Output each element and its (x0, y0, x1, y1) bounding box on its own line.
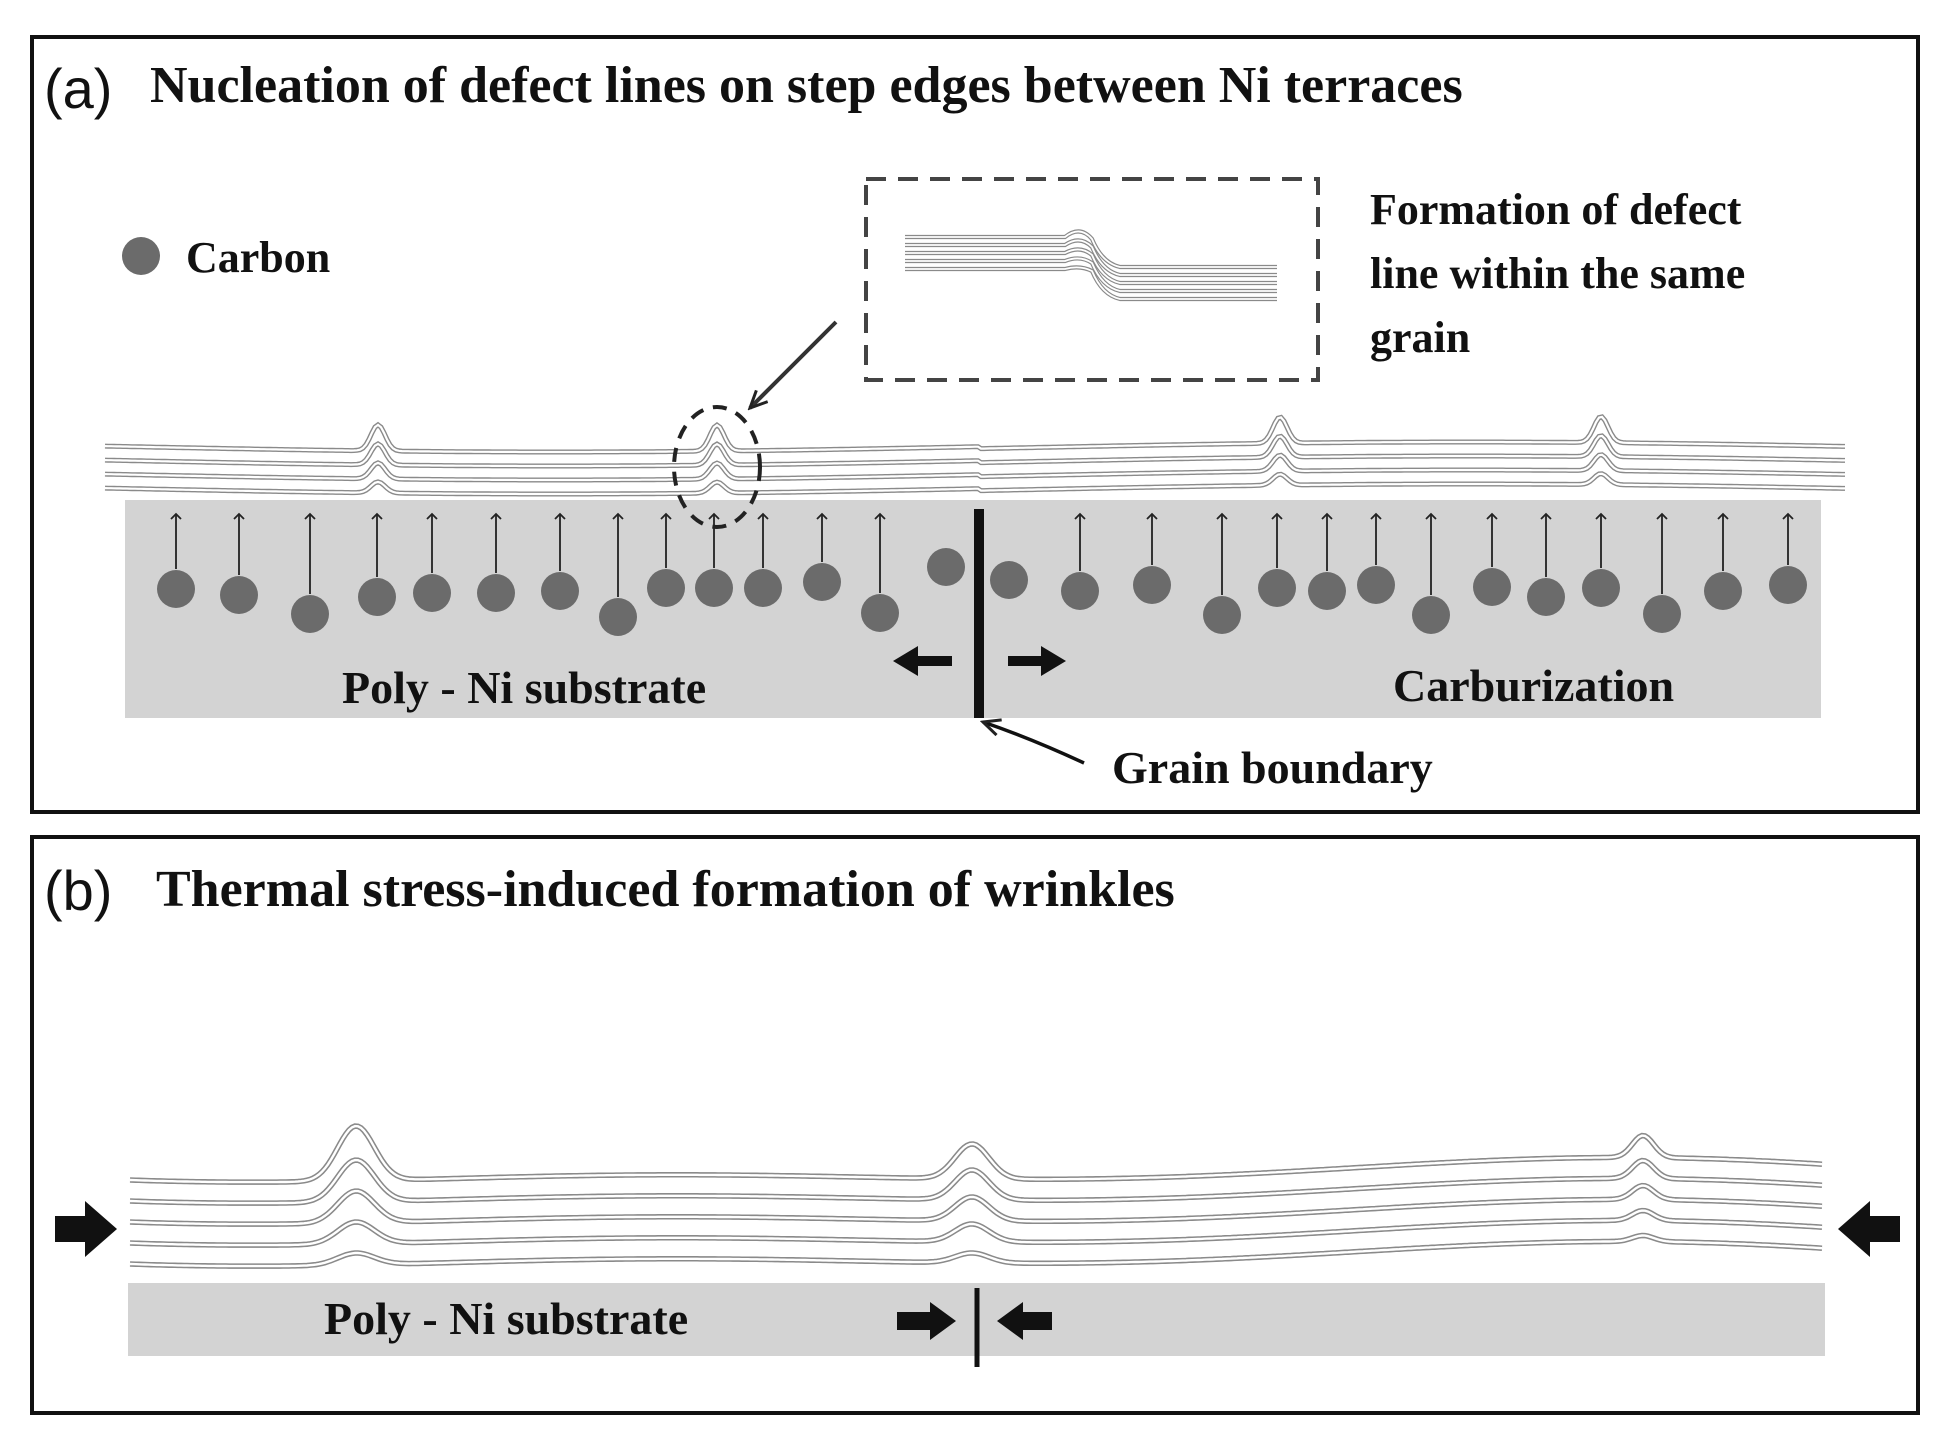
carbon-legend-dot (122, 237, 160, 275)
carbon-atom (1133, 566, 1171, 604)
carbon-atom (695, 569, 733, 607)
inset-layer (905, 239, 1277, 276)
graphene-layer-a (104, 453, 1845, 482)
carbon-atom (1258, 569, 1296, 607)
grain-boundary-pointer (983, 722, 1085, 765)
inset-layer (905, 266, 1277, 300)
carbon-atom (1704, 572, 1742, 610)
carbon-atom (220, 576, 258, 614)
graphene-layers-a (104, 414, 1845, 497)
carbon-atom (1412, 596, 1450, 634)
carbon-atom (541, 572, 579, 610)
carbon-atom (1527, 578, 1565, 616)
inset-layer (905, 230, 1277, 268)
defect-highlight-circle (672, 405, 762, 529)
carburization-label: Carburization (1393, 660, 1674, 711)
right-block-arrow-a (1008, 646, 1066, 676)
inset-layer (905, 248, 1277, 284)
left-compression-arrow (55, 1201, 117, 1257)
carbon-legend-label: Carbon (186, 233, 330, 282)
carbon-atom (1582, 569, 1620, 607)
substrate-label-a: Poly - Ni substrate (342, 662, 706, 713)
carbon-atom (1357, 566, 1395, 604)
carbon-atoms (157, 512, 1807, 636)
graphene-layer-b (129, 1209, 1823, 1247)
inset-pointer-arrow (750, 320, 838, 408)
left-block-arrow-a (893, 646, 952, 676)
carbon-atom (1203, 596, 1241, 634)
substrate-label-b: Poly - Ni substrate (324, 1293, 688, 1344)
inset-layer (905, 257, 1277, 292)
inset-caption-line-3: grain (1370, 313, 1470, 362)
graphene-layers-b (129, 1123, 1823, 1269)
carbon-atom (803, 563, 841, 601)
carbon-atom (1308, 572, 1346, 610)
defect-inset-box (864, 177, 1320, 382)
carbon-atom (647, 569, 685, 607)
carbon-atom (927, 548, 965, 586)
panel-a-tag: (a) (44, 57, 112, 120)
inset-caption-line-1: Formation of defect (1370, 185, 1742, 234)
carbon-atom (1643, 595, 1681, 633)
carbon-atom (1769, 566, 1807, 604)
carbon-atom (1473, 568, 1511, 606)
carbon-atom (477, 574, 515, 612)
inset-caption-line-2: line within the same (1370, 249, 1745, 298)
carbon-atom (291, 595, 329, 633)
inset-defect-line (905, 229, 1277, 302)
inset-caption: Formation of defect line within the same… (1370, 185, 1756, 362)
carbon-atom (861, 594, 899, 632)
graphene-layer-b (129, 1184, 1823, 1226)
inward-arrow-right-b (997, 1302, 1052, 1340)
panel-a-title: Nucleation of defect lines on step edges… (150, 57, 1463, 114)
carbon-atom (744, 569, 782, 607)
panel-b-title: Thermal stress-induced formation of wrin… (156, 861, 1175, 918)
panel-b-tag: (b) (44, 859, 112, 922)
graphene-layer-b (129, 1158, 1823, 1205)
inward-arrow-left-b (897, 1302, 956, 1340)
graphene-layer-b (129, 1124, 1823, 1184)
carbon-atom (157, 570, 195, 608)
carbon-atom (599, 598, 637, 636)
graphene-layer-a (104, 472, 1845, 496)
graphene-layer-a (104, 434, 1845, 468)
grain-boundary-label: Grain boundary (1112, 742, 1433, 793)
carbon-atom (1061, 572, 1099, 610)
carbon-atom (358, 578, 396, 616)
carbon-atom (990, 561, 1028, 599)
graphene-layer-a (104, 415, 1845, 454)
right-compression-arrow (1838, 1201, 1900, 1257)
carbon-atom (413, 574, 451, 612)
graphene-layer-b (129, 1234, 1823, 1268)
